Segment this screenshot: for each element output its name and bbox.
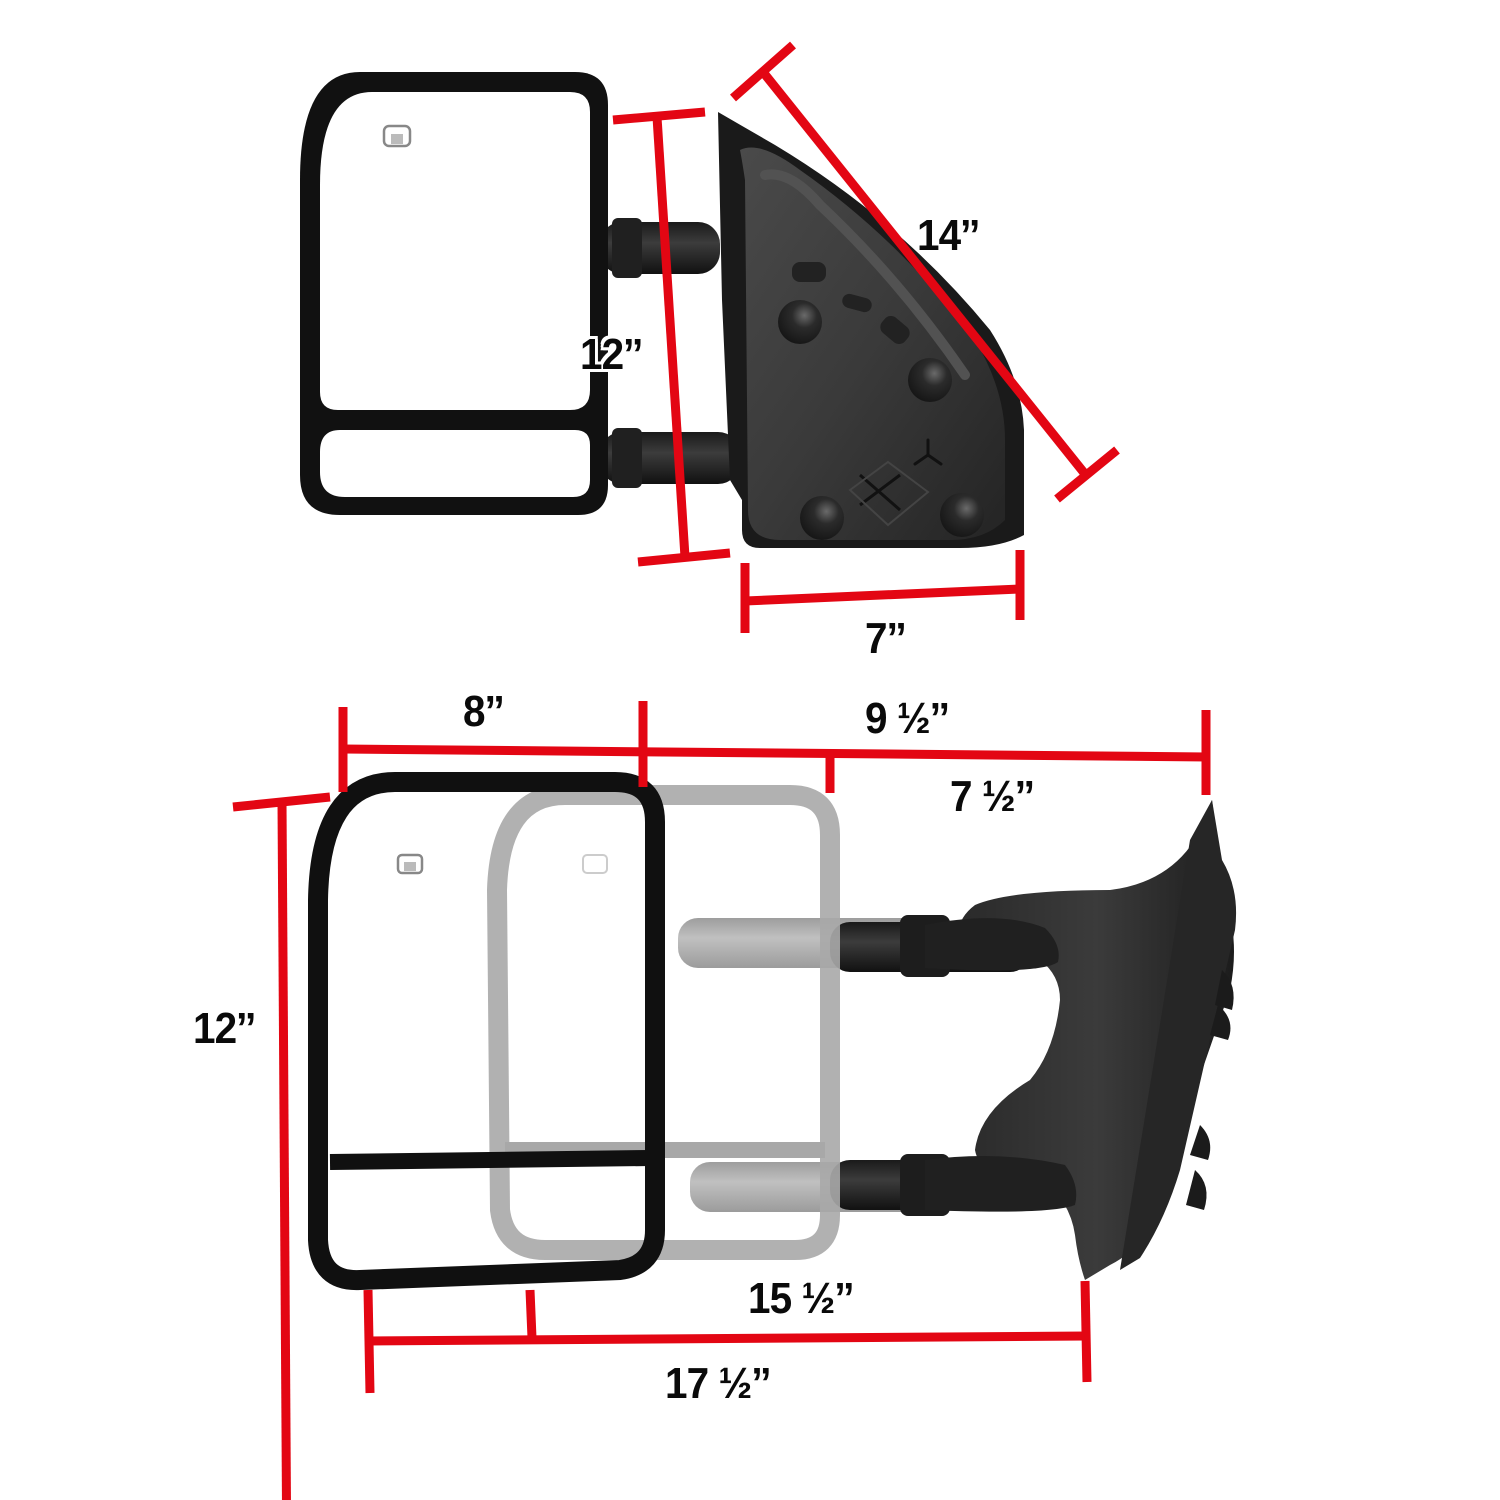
label-housing-width: 7’’ xyxy=(865,614,907,663)
heated-mirror-icon xyxy=(382,124,412,148)
top-mirror-front xyxy=(300,72,740,515)
dim-line-bottom-12 xyxy=(232,792,331,1500)
dim-line-7 xyxy=(740,550,1025,633)
label-extended-arm: 9 ½’’ xyxy=(865,694,950,743)
dimension-lines xyxy=(232,41,1211,1500)
bottom-mirror-side xyxy=(308,772,1237,1291)
dim-line-15-5-17-5 xyxy=(363,1280,1092,1394)
top-housing-back xyxy=(718,112,1024,548)
dim-line-top-12 xyxy=(612,107,731,567)
label-top-mirror-height: 12’’ xyxy=(580,330,643,379)
label-bottom-mirror-height: 12’’ xyxy=(193,1004,256,1053)
label-mirror-width: 8’’ xyxy=(463,687,505,736)
label-retracted-total: 15 ½’’ xyxy=(748,1274,854,1323)
label-housing-diagonal: 14’’ xyxy=(917,211,980,260)
dim-line-8-9-5 xyxy=(338,701,1211,795)
label-retracted-arm: 7 ½’’ xyxy=(950,772,1035,821)
label-extended-total: 17 ½’’ xyxy=(665,1359,771,1408)
heated-mirror-icon xyxy=(396,853,424,875)
dim-line-14 xyxy=(730,41,1120,503)
